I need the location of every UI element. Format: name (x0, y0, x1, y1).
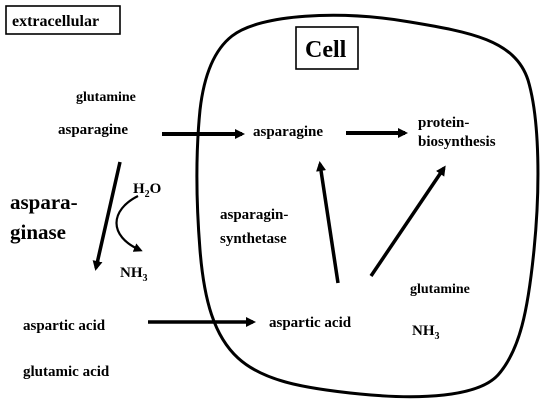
ammonia-extracellular-label: NH3 (120, 265, 148, 284)
asparaginase-label-line1: aspara- (10, 190, 78, 214)
aspartic-acid-intracellular-label: aspartic acid (269, 315, 352, 331)
asparagine-extracellular-label: asparagine (58, 122, 128, 138)
asparagine-intracellular-label: asparagine (253, 124, 323, 140)
asparaginase-label-line2: ginase (10, 220, 66, 244)
protein-biosynthesis-label-line2: biosynthesis (418, 134, 496, 150)
cell-label: Cell (305, 37, 347, 63)
glutamine-extracellular-label: glutamine (76, 90, 136, 105)
glutamine-intracellular-label: glutamine (410, 282, 470, 297)
protein-biosynthesis-label-line1: protein- (418, 115, 469, 131)
asparagine-synthetase-label-line2: synthetase (220, 231, 287, 247)
arrow-aspartic-acid-to-protein-biosynthesis (369, 165, 446, 277)
cell-label-box (295, 26, 359, 70)
extracellular-label: extracellular (12, 13, 99, 30)
arrow-asparaginase-hydrolysis (92, 161, 122, 271)
arrow-water-to-ammonia-curve (115, 195, 143, 252)
asparagine-synthetase-label-line1: asparagin- (220, 207, 288, 223)
extracellular-label-box (5, 5, 121, 35)
water-label: H2O (133, 181, 161, 200)
aspartic-acid-extracellular-label: aspartic acid (23, 318, 106, 334)
ammonia-intracellular-label: NH3 (412, 323, 440, 342)
arrow-aspartic-acid-to-asparagine (316, 161, 340, 284)
cell-membrane (195, 13, 540, 399)
glutamic-acid-extracellular-label: glutamic acid (23, 364, 110, 380)
